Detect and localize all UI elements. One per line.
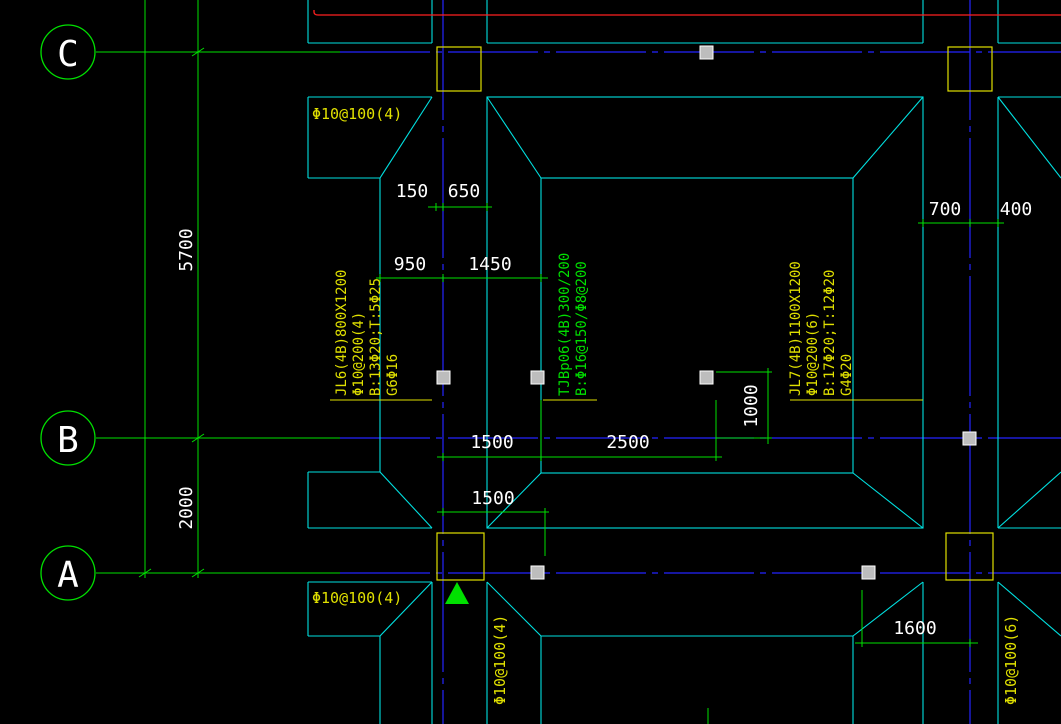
jl7-line-3: B:17Φ20;T:12Φ20 [822, 270, 838, 396]
node-marker[interactable] [436, 370, 451, 385]
column-box-a2[interactable] [945, 532, 994, 581]
node-marker[interactable] [861, 565, 876, 580]
dim-950: 950 [394, 254, 427, 275]
jl6-line-2: Φ10@200(4) [351, 312, 367, 396]
node-marker[interactable] [962, 431, 977, 446]
stirrup-label-bottom[interactable]: Φ10@100(4) [312, 589, 402, 607]
jl6-line-1: JL6(4B)800X1200 [334, 270, 350, 396]
dim-2000: 2000 [176, 486, 197, 529]
selection-cursor [313, 10, 1061, 16]
reinforcement-annotations: Φ10@100(4) Φ10@100(4) Φ10@100(4) Φ10@100… [312, 105, 1020, 705]
insertion-point-marker[interactable] [445, 582, 469, 604]
dim-5700: 5700 [176, 228, 197, 271]
grid-bubble-a[interactable]: A [40, 545, 96, 601]
stirrup-label-top[interactable]: Φ10@100(4) [312, 105, 402, 123]
jl7-line-1: JL7(4B)1100X1200 [788, 261, 804, 396]
column-box-a1[interactable] [436, 532, 485, 581]
slab-label-tjb[interactable]: TJBp06(4B)300/200 B:Φ16@150/Φ8@200 [557, 253, 590, 396]
dim-1600: 1600 [893, 618, 936, 639]
stirrup-label-vert-left[interactable]: Φ10@100(4) [491, 615, 509, 705]
axis-lines [340, 0, 1061, 724]
node-marker[interactable] [699, 370, 714, 385]
beam-label-jl7[interactable]: JL7(4B)1100X1200 Φ10@200(6) B:17Φ20;T:12… [788, 261, 855, 396]
column-box-c1[interactable] [436, 46, 482, 92]
grid-label-a: A [57, 555, 79, 596]
dim-1500-a: 1500 [470, 432, 513, 453]
jl7-line-4: G4Φ20 [839, 354, 855, 396]
jl6-line-3: B:13Φ20;T:5Φ25 [368, 278, 384, 396]
grid-extension-lines [96, 0, 340, 578]
dimension-texts: 5700 2000 150 650 950 1450 1500 2500 100… [176, 181, 1032, 639]
dim-1450: 1450 [468, 254, 511, 275]
column-box-c2[interactable] [947, 46, 993, 92]
grid-bubbles: C B A [40, 24, 96, 601]
dim-150: 150 [396, 181, 429, 202]
jl7-line-2: Φ10@200(6) [805, 312, 821, 396]
grid-bubble-b[interactable]: B [40, 410, 96, 466]
grid-label-c: C [57, 34, 79, 75]
grid-label-b: B [57, 420, 79, 461]
foundation-outlines[interactable] [307, 0, 1061, 724]
node-marker[interactable] [530, 370, 545, 385]
stirrup-label-vert-right[interactable]: Φ10@100(6) [1002, 615, 1020, 705]
jl6-line-4: G6Φ16 [385, 354, 401, 396]
dim-700: 700 [929, 199, 962, 220]
tjb-line-2: B:Φ16@150/Φ8@200 [574, 261, 590, 396]
dim-400: 400 [1000, 199, 1033, 220]
dim-1000: 1000 [741, 384, 762, 427]
grid-bubble-c[interactable]: C [40, 24, 96, 80]
dim-1500-b: 1500 [471, 488, 514, 509]
node-markers[interactable] [436, 45, 977, 580]
tjb-line-1: TJBp06(4B)300/200 [557, 253, 573, 396]
dim-650: 650 [448, 181, 481, 202]
column-boxes[interactable] [436, 46, 994, 581]
dimension-lines [376, 203, 1004, 724]
dim-2500: 2500 [606, 432, 649, 453]
node-marker[interactable] [699, 45, 714, 60]
node-marker[interactable] [530, 565, 545, 580]
beam-label-jl6[interactable]: JL6(4B)800X1200 Φ10@200(4) B:13Φ20;T:5Φ2… [334, 270, 401, 396]
